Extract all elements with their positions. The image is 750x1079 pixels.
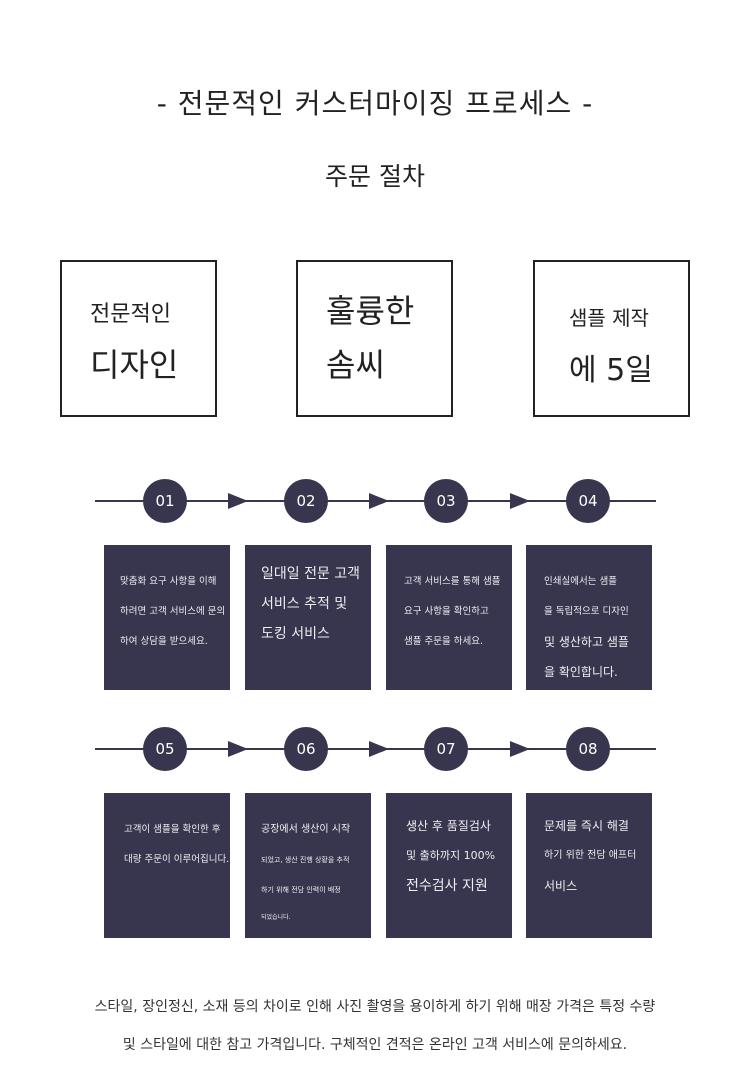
step-text: 하기 위해 전담 인력이 배정 (261, 886, 341, 894)
section-subtitle: 주문 절차 (325, 162, 425, 191)
footer-note: 스타일, 장인정신, 소재 등의 차이로 인해 사진 촬영을 용이하게 하기 위… (0, 988, 750, 1064)
step-text: 맞춤화 요구 사항을 이해 (120, 576, 217, 587)
footer-line: 및 스타일에 대한 참고 가격입니다. 구체적인 견적은 온라인 고객 서비스에… (122, 1037, 628, 1053)
arrow-icon (510, 493, 530, 509)
step-text: 서비스 추적 및 (261, 596, 348, 612)
step-card-01: 맞춤화 요구 사항을 이해 하려면 고객 서비스에 문의 하여 상담을 받으세요… (104, 545, 230, 690)
arrow-icon (510, 741, 530, 757)
step-text: 하기 위한 전담 애프터 (544, 850, 637, 861)
feature-line2: 에 5일 (569, 353, 653, 388)
feature-line1: 전문적인 (90, 302, 171, 327)
step-text: 샘플 주문을 하세요. (404, 636, 483, 647)
step-number: 04 (566, 479, 610, 523)
arrow-icon (228, 493, 248, 509)
step-number: 01 (143, 479, 187, 523)
step-text: 을 확인합니다. (544, 665, 618, 679)
step-text: 요구 사항을 확인하고 (404, 606, 489, 617)
step-text: 및 출하까지 100% (406, 849, 496, 862)
step-text: 도킹 서비스 (261, 626, 330, 642)
feature-line1: 훌륭한 (326, 292, 415, 330)
feature-box-craft: 훌륭한 솜씨 (296, 260, 453, 417)
step-number: 02 (284, 479, 328, 523)
step-text: 하려면 고객 서비스에 문의 (120, 606, 226, 617)
step-text: 및 생산하고 샘플 (544, 635, 629, 649)
arrow-icon (369, 493, 389, 509)
step-card-05: 고객이 샘플을 확인한 후 대량 주문이 이루어집니다. (104, 793, 230, 938)
step-text: 되었고, 생산 진행 상황을 추적 (261, 856, 350, 864)
step-card-03: 고객 서비스를 통해 샘플 요구 사항을 확인하고 샘플 주문을 하세요. (386, 545, 512, 690)
step-text: 하여 상담을 받으세요. (120, 636, 208, 647)
step-number: 07 (424, 727, 468, 771)
feature-line2: 디자인 (90, 346, 179, 384)
arrow-icon (228, 741, 248, 757)
step-number: 03 (424, 479, 468, 523)
step-number: 05 (143, 727, 187, 771)
step-text: 을 독립적으로 디자인 (544, 606, 629, 617)
step-text: 되었습니다. (261, 914, 291, 921)
step-card-07: 생산 후 품질검사 및 출하까지 100% 전수검사 지원 (386, 793, 512, 938)
step-card-02: 일대일 전문 고객 서비스 추적 및 도킹 서비스 (245, 545, 371, 690)
step-number: 06 (284, 727, 328, 771)
feature-line1: 샘플 제작 (569, 306, 649, 330)
step-text: 문제를 즉시 해결 (544, 819, 629, 833)
step-text: 대량 주문이 이루어집니다. (124, 854, 230, 865)
step-card-06: 공장에서 생산이 시작 되었고, 생산 진행 상황을 추적 하기 위해 전담 인… (245, 793, 371, 938)
footer-line: 스타일, 장인정신, 소재 등의 차이로 인해 사진 촬영을 용이하게 하기 위… (94, 999, 656, 1015)
page-title: - 전문적인 커스터마이징 프로세스 - (156, 87, 594, 120)
step-card-08: 문제를 즉시 해결 하기 위한 전담 애프터 서비스 (526, 793, 652, 938)
step-text: 고객이 샘플을 확인한 후 (124, 824, 221, 835)
step-text: 일대일 전문 고객 (261, 566, 361, 582)
feature-box-sample: 샘플 제작 에 5일 (533, 260, 690, 417)
step-text: 공장에서 생산이 시작 (261, 824, 351, 835)
step-card-04: 인쇄실에서는 샘플 을 독립적으로 디자인 및 생산하고 샘플 을 확인합니다. (526, 545, 652, 690)
feature-line2: 솜씨 (326, 346, 385, 384)
step-text: 생산 후 품질검사 (406, 819, 491, 833)
step-text: 고객 서비스를 통해 샘플 (404, 576, 501, 587)
step-text: 전수검사 지원 (406, 878, 488, 894)
arrow-icon (369, 741, 389, 757)
step-text: 인쇄실에서는 샘플 (544, 576, 617, 587)
step-text: 서비스 (544, 879, 578, 893)
feature-box-design: 전문적인 디자인 (60, 260, 217, 417)
step-number: 08 (566, 727, 610, 771)
